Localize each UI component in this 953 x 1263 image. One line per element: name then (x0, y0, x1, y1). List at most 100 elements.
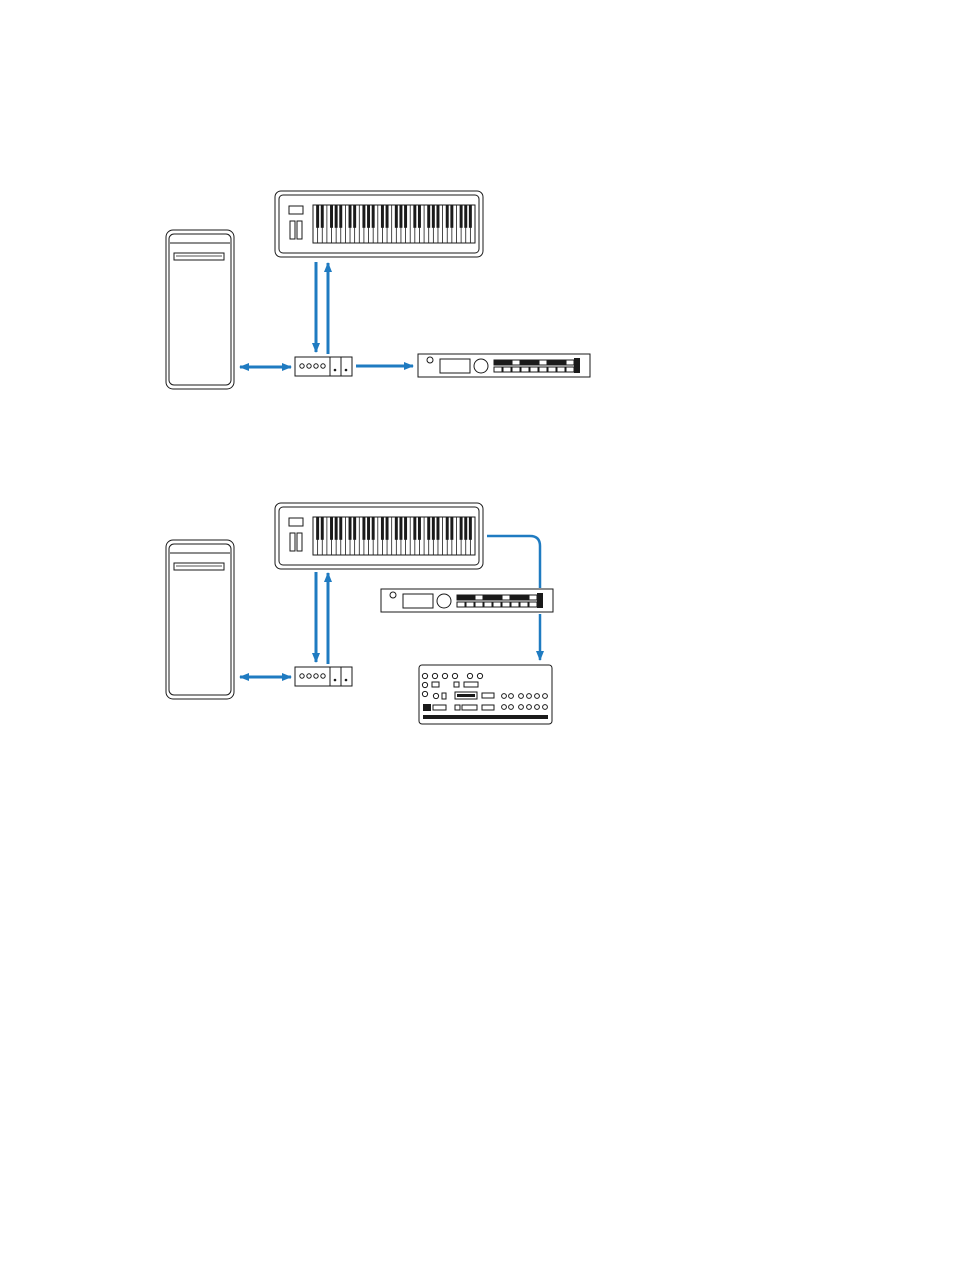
diagram-setup-1 (166, 191, 590, 389)
black-key (404, 517, 407, 540)
tabletop-button (433, 705, 446, 710)
rack-card-slot (537, 593, 543, 608)
rack-display (403, 594, 433, 608)
black-key (367, 517, 370, 540)
rack-button (502, 595, 510, 600)
rack-sound-module (381, 589, 553, 612)
black-key (386, 205, 389, 228)
black-key (372, 517, 375, 540)
black-key (367, 205, 370, 228)
rack-display (440, 359, 470, 373)
tabletop-pad (423, 704, 431, 711)
black-key (427, 517, 430, 540)
rack-button (521, 360, 529, 365)
interface-led (334, 679, 337, 682)
rack-button (466, 602, 474, 607)
computer-drive-bay (174, 563, 224, 570)
rack-button (548, 367, 556, 372)
tabletop-button (454, 682, 459, 687)
black-key (381, 517, 384, 540)
black-key (413, 205, 416, 228)
black-key (446, 205, 449, 228)
black-key (432, 205, 435, 228)
black-key (386, 517, 389, 540)
black-key (321, 205, 324, 228)
black-key (469, 205, 472, 228)
rack-button (557, 360, 565, 365)
black-key (432, 517, 435, 540)
black-key (353, 205, 356, 228)
rack-button (539, 360, 547, 365)
rack-button (475, 595, 483, 600)
computer-drive-bay (174, 253, 224, 260)
rack-button (530, 367, 538, 372)
tabletop-button (464, 682, 478, 687)
rack-card-slot (574, 358, 580, 373)
black-key (321, 517, 324, 540)
interface-led (345, 679, 348, 682)
midi-interface (295, 667, 352, 686)
tabletop-button (482, 693, 494, 698)
black-key (395, 205, 398, 228)
black-key (418, 205, 421, 228)
rack-button (493, 595, 501, 600)
black-key (335, 517, 338, 540)
rack-button (520, 602, 528, 607)
keyboard-display (289, 518, 303, 526)
rack-button (503, 360, 511, 365)
rack-button (511, 595, 519, 600)
black-key (339, 205, 342, 228)
rack-button (512, 367, 520, 372)
black-key (339, 517, 342, 540)
tabletop-button (462, 705, 477, 710)
interface-body (295, 667, 352, 686)
black-key (418, 517, 421, 540)
black-key (362, 517, 365, 540)
computer-tower (166, 540, 234, 699)
pitch-wheel (290, 533, 295, 551)
black-key (349, 205, 352, 228)
rack-button (475, 602, 483, 607)
rack-button (530, 360, 538, 365)
tabletop-display-text (457, 694, 475, 697)
black-key (353, 517, 356, 540)
black-key (362, 205, 365, 228)
rack-button (494, 367, 502, 372)
mod-wheel (297, 221, 302, 239)
rack-button (529, 602, 537, 607)
diagram-setup-2 (166, 503, 553, 724)
rack-button (484, 595, 492, 600)
black-key (436, 205, 439, 228)
rack-button (503, 367, 511, 372)
black-key (335, 205, 338, 228)
rack-button (493, 602, 501, 607)
tabletop-sound-module (419, 665, 552, 724)
black-key (413, 517, 416, 540)
connection-keyboard-to-rack (487, 536, 540, 588)
pitch-wheel (290, 221, 295, 239)
black-key (450, 517, 453, 540)
black-key (450, 205, 453, 228)
black-key (464, 205, 467, 228)
interface-led (334, 369, 337, 372)
black-key (395, 517, 398, 540)
rack-button (548, 360, 556, 365)
black-key (460, 517, 463, 540)
rack-button (529, 595, 537, 600)
rack-button (521, 367, 529, 372)
rack-button (512, 360, 520, 365)
tabletop-button (482, 705, 494, 710)
rack-button (457, 602, 465, 607)
rack-button (466, 595, 474, 600)
mod-wheel (297, 533, 302, 551)
midi-keyboard (275, 191, 483, 257)
black-key (399, 205, 402, 228)
rack-button (494, 360, 502, 365)
tabletop-button (455, 705, 460, 710)
black-key (349, 517, 352, 540)
black-key (464, 517, 467, 540)
black-key (460, 205, 463, 228)
tabletop-button (442, 693, 446, 699)
rack-button (484, 602, 492, 607)
